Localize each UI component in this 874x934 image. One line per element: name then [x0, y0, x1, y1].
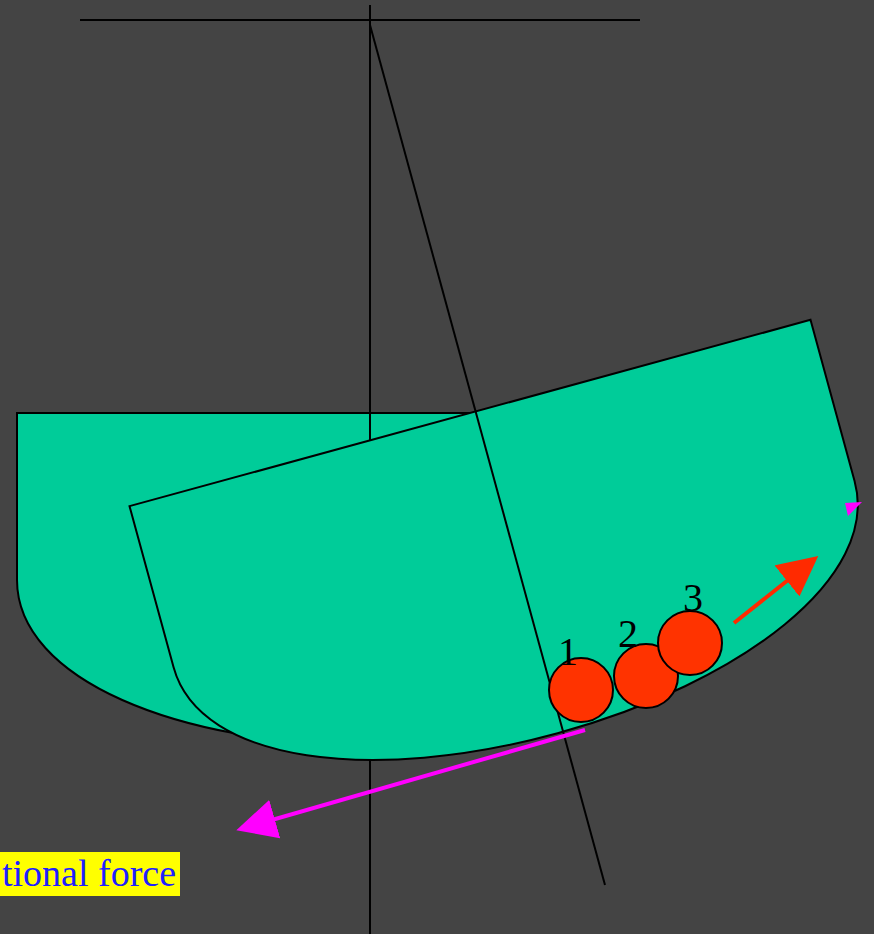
ball [658, 611, 722, 675]
horizon-line [80, 19, 640, 21]
motion-arrow [734, 561, 812, 623]
force-arrow [244, 730, 585, 828]
force-arrowhead [845, 502, 862, 516]
force-label: tional force [0, 852, 180, 896]
heeled-hull [130, 320, 874, 827]
heeled-hull-group [130, 320, 874, 827]
callout-number: 2 [618, 614, 638, 654]
callout-number: 1 [558, 632, 578, 672]
callout-number: 3 [683, 578, 703, 618]
